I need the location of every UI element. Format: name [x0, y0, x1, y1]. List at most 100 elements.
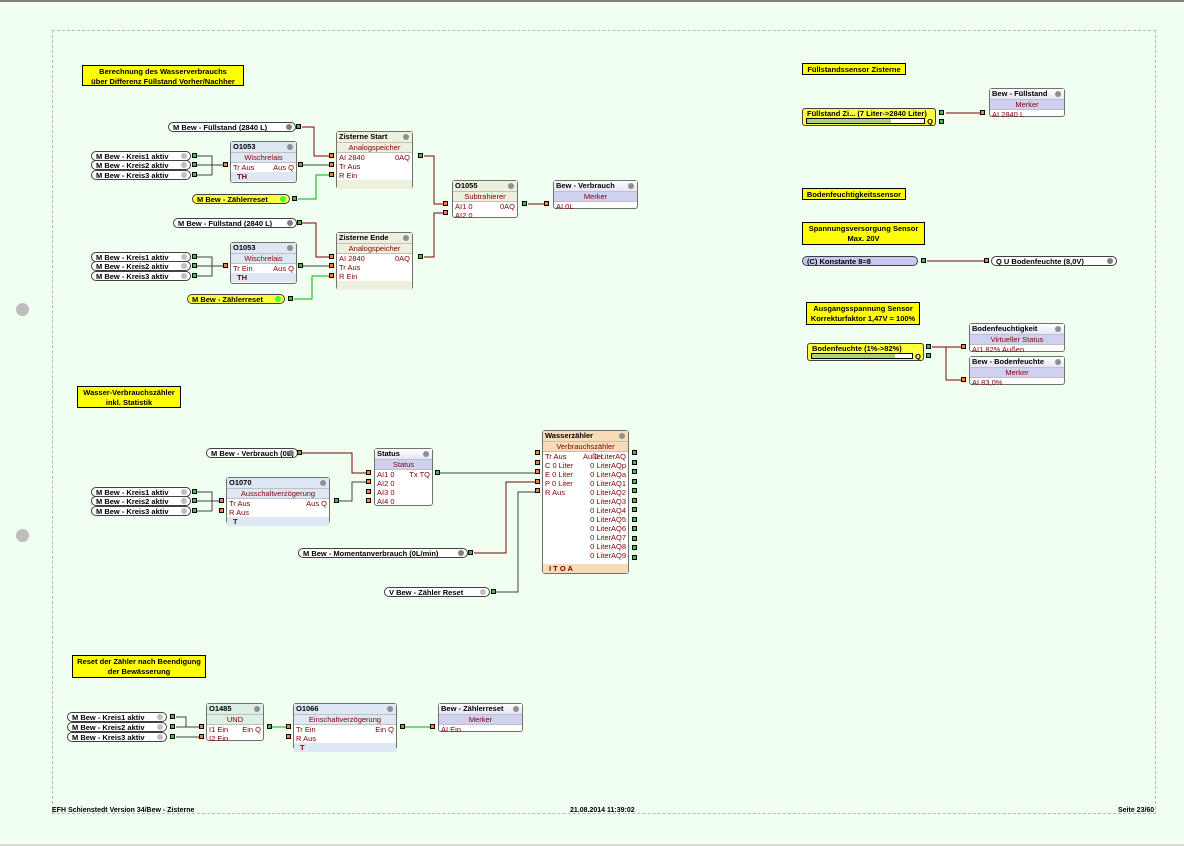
output-pin[interactable]: [926, 344, 931, 349]
output-pin[interactable]: [632, 516, 637, 522]
output-pin[interactable]: [297, 450, 302, 455]
output-pin[interactable]: [522, 201, 527, 206]
info-icon[interactable]: [513, 706, 519, 712]
input-pin[interactable]: [329, 172, 334, 177]
output-pin[interactable]: [192, 498, 197, 503]
flag-konstante[interactable]: (C) Konstante 8=8: [802, 256, 918, 266]
output-pin[interactable]: [400, 724, 405, 729]
input-pin[interactable]: [219, 508, 224, 513]
flag-zaehler-reset[interactable]: V Bew - Zähler Reset: [384, 587, 490, 597]
input-pin[interactable]: [980, 110, 985, 115]
output-pin[interactable]: [926, 353, 931, 358]
output-pin[interactable]: [334, 498, 339, 503]
info-icon[interactable]: [423, 451, 429, 457]
flag-kreis2[interactable]: M Bew - Kreis2 aktiv: [67, 722, 167, 732]
output-pin[interactable]: [288, 296, 293, 301]
input-pin[interactable]: [329, 162, 334, 167]
flag-momentanverbrauch[interactable]: M Bew - Momentanverbrauch (0L/min): [298, 548, 468, 558]
input-pin[interactable]: [443, 210, 448, 215]
block-virtueller-status[interactable]: Bodenfeuchtigkeit Virtueller Status AI1 …: [969, 323, 1065, 354]
output-pin[interactable]: [192, 508, 197, 513]
flag-kreis2[interactable]: M Bew - Kreis2 aktiv: [91, 261, 191, 271]
flag-kreis2[interactable]: M Bew - Kreis2 aktiv: [91, 160, 191, 170]
input-pin[interactable]: [535, 450, 540, 455]
flag-kreis3[interactable]: M Bew - Kreis3 aktiv: [91, 271, 191, 281]
output-pin[interactable]: [632, 545, 637, 550]
block-merker-fuellstand[interactable]: Bew - Füllstand Merker AI 2840 L: [989, 88, 1065, 119]
input-pin[interactable]: [329, 153, 334, 158]
flag-kreis3[interactable]: M Bew - Kreis3 aktiv: [91, 506, 191, 516]
input-pin[interactable]: [199, 734, 204, 739]
flag-kreis3[interactable]: M Bew - Kreis3 aktiv: [67, 732, 167, 742]
output-pin[interactable]: [939, 119, 944, 124]
output-pin[interactable]: [435, 470, 440, 475]
output-pin[interactable]: [192, 263, 197, 268]
info-icon[interactable]: [1055, 91, 1061, 97]
input-pin[interactable]: [223, 263, 228, 268]
output-pin[interactable]: [298, 263, 303, 268]
input-pin[interactable]: [286, 724, 291, 729]
input-pin[interactable]: [329, 263, 334, 268]
output-pin[interactable]: [632, 497, 637, 503]
input-pin[interactable]: [329, 254, 334, 259]
input-pin[interactable]: [443, 201, 448, 206]
input-pin[interactable]: [366, 489, 371, 494]
info-icon[interactable]: [1055, 359, 1061, 365]
output-pin[interactable]: [632, 478, 637, 484]
output-pin[interactable]: [632, 535, 637, 541]
output-pin[interactable]: [418, 254, 423, 259]
input-pin[interactable]: [366, 479, 371, 484]
output-pin[interactable]: [298, 162, 303, 167]
output-pin[interactable]: [296, 124, 301, 129]
info-icon[interactable]: [628, 183, 634, 189]
output-pin[interactable]: [632, 450, 637, 455]
output-pin[interactable]: [632, 488, 637, 493]
input-pin[interactable]: [535, 459, 540, 465]
output-pin[interactable]: [921, 258, 926, 263]
flag-kreis1[interactable]: M Bew - Kreis1 aktiv: [67, 712, 167, 722]
flag-zaehlerreset[interactable]: M Bew - Zählerreset: [192, 194, 290, 204]
info-icon[interactable]: [1055, 326, 1061, 332]
input-pin[interactable]: [535, 488, 540, 493]
input-pin[interactable]: [223, 162, 228, 167]
flag-fuellstand[interactable]: M Bew - Füllstand (2840 L): [168, 122, 296, 132]
flag-kreis2[interactable]: M Bew - Kreis2 aktiv: [91, 496, 191, 506]
input-pin[interactable]: [329, 273, 334, 278]
flag-fuellstand[interactable]: M Bew - Füllstand (2840 L): [173, 218, 297, 228]
output-pin[interactable]: [468, 550, 473, 555]
output-pin[interactable]: [939, 110, 944, 115]
output-pin[interactable]: [170, 724, 175, 729]
output-pin[interactable]: [192, 254, 197, 259]
info-icon[interactable]: [287, 245, 293, 251]
output-pin[interactable]: [418, 153, 423, 158]
flag-verbrauch[interactable]: M Bew - Verbrauch (0L): [206, 448, 298, 458]
output-pin[interactable]: [632, 469, 637, 474]
output-pin[interactable]: [632, 526, 637, 531]
output-pin[interactable]: [632, 507, 637, 512]
output-pin[interactable]: [192, 162, 197, 167]
input-pin[interactable]: [984, 258, 989, 263]
info-icon[interactable]: [287, 144, 293, 150]
input-pin[interactable]: [961, 377, 966, 382]
output-pin[interactable]: [192, 172, 197, 177]
input-pin[interactable]: [535, 469, 540, 474]
flag-kreis3[interactable]: M Bew - Kreis3 aktiv: [91, 170, 191, 180]
input-pin[interactable]: [366, 470, 371, 475]
input-pin[interactable]: [366, 498, 371, 503]
output-pin[interactable]: [292, 196, 297, 201]
output-pin[interactable]: [297, 220, 302, 225]
info-icon[interactable]: [508, 183, 514, 189]
input-pin[interactable]: [535, 478, 540, 484]
output-pin[interactable]: [192, 273, 197, 278]
flag-u-bodenfeuchte[interactable]: Q U Bodenfeuchte (8,0V): [991, 256, 1117, 266]
input-pin[interactable]: [544, 201, 549, 206]
